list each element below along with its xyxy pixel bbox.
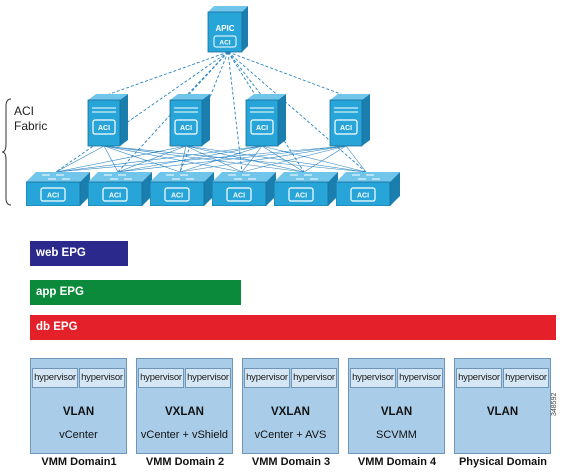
domain-caption-physical: Physical Domain — [458, 456, 548, 468]
epg-db-bar: db EPG — [30, 315, 556, 340]
fabric-label: ACI Fabric — [14, 104, 48, 133]
leaf-switch-5 — [274, 172, 338, 206]
domain-caption-vmm-3: VMM Domain 3 — [251, 456, 331, 468]
leaf-switch-3 — [150, 172, 214, 206]
manager-label: vCenter + vShield — [140, 429, 229, 441]
encapsulation-label: VXLAN — [271, 406, 310, 418]
domain-box-physical: hypervisor hypervisor VLAN — [454, 358, 551, 454]
spine-switch-2 — [169, 94, 210, 147]
encapsulation-label: VLAN — [486, 406, 519, 418]
encapsulation-label: VXLAN — [165, 406, 204, 418]
encapsulation-label: VLAN — [380, 406, 413, 418]
hypervisor-box: hypervisor — [503, 368, 549, 388]
spine-switch-3 — [245, 94, 286, 147]
domain-box-vmm-3: hypervisor hypervisor VXLAN vCenter + AV… — [242, 358, 339, 454]
leaf-switch-1 — [26, 172, 90, 206]
apic-controller: APIC ACI — [207, 6, 248, 53]
manager-label: vCenter + AVS — [254, 429, 327, 441]
manager-label: SCVMM — [376, 429, 417, 441]
epg-app-bar: app EPG — [30, 280, 241, 305]
domain-caption-vmm-2: VMM Domain 2 — [145, 456, 225, 468]
apic-label: APIC — [215, 24, 234, 33]
manager-label: vCenter — [59, 429, 98, 441]
hypervisor-box: hypervisor — [350, 368, 396, 388]
fabric-links — [55, 145, 367, 173]
leaf-switch-4 — [212, 172, 276, 206]
aci-topology: ACI ACI — [26, 6, 400, 206]
apic-badge: ACI — [219, 40, 230, 47]
hypervisor-box: hypervisor — [397, 368, 443, 388]
epg-web-bar: web EPG — [30, 241, 128, 266]
fabric-brace — [2, 98, 12, 206]
domain-box-vmm-2: hypervisor hypervisor VXLAN vCenter + vS… — [136, 358, 233, 454]
hypervisor-box: hypervisor — [32, 368, 78, 388]
hypervisor-box: hypervisor — [291, 368, 337, 388]
spine-switch-1 — [87, 94, 128, 147]
spine-switch-4 — [329, 94, 370, 147]
leaf-switch-2 — [88, 172, 152, 206]
encapsulation-label: VLAN — [62, 406, 95, 418]
hypervisor-box: hypervisor — [185, 368, 231, 388]
hypervisor-box: hypervisor — [79, 368, 125, 388]
hypervisor-box: hypervisor — [138, 368, 184, 388]
domain-caption-vmm-4: VMM Domain 4 — [357, 456, 437, 468]
figure-id: 348592 — [551, 392, 558, 416]
domain-caption-vmm-1: VMM Domain1 — [41, 456, 117, 468]
leaf-switch-6 — [336, 172, 400, 206]
hypervisor-box: hypervisor — [456, 368, 502, 388]
hypervisor-box: hypervisor — [244, 368, 290, 388]
domain-box-vmm-4: hypervisor hypervisor VLAN SCVMM — [348, 358, 445, 454]
domain-box-vmm-1: hypervisor hypervisor VLAN vCenter — [30, 358, 127, 454]
